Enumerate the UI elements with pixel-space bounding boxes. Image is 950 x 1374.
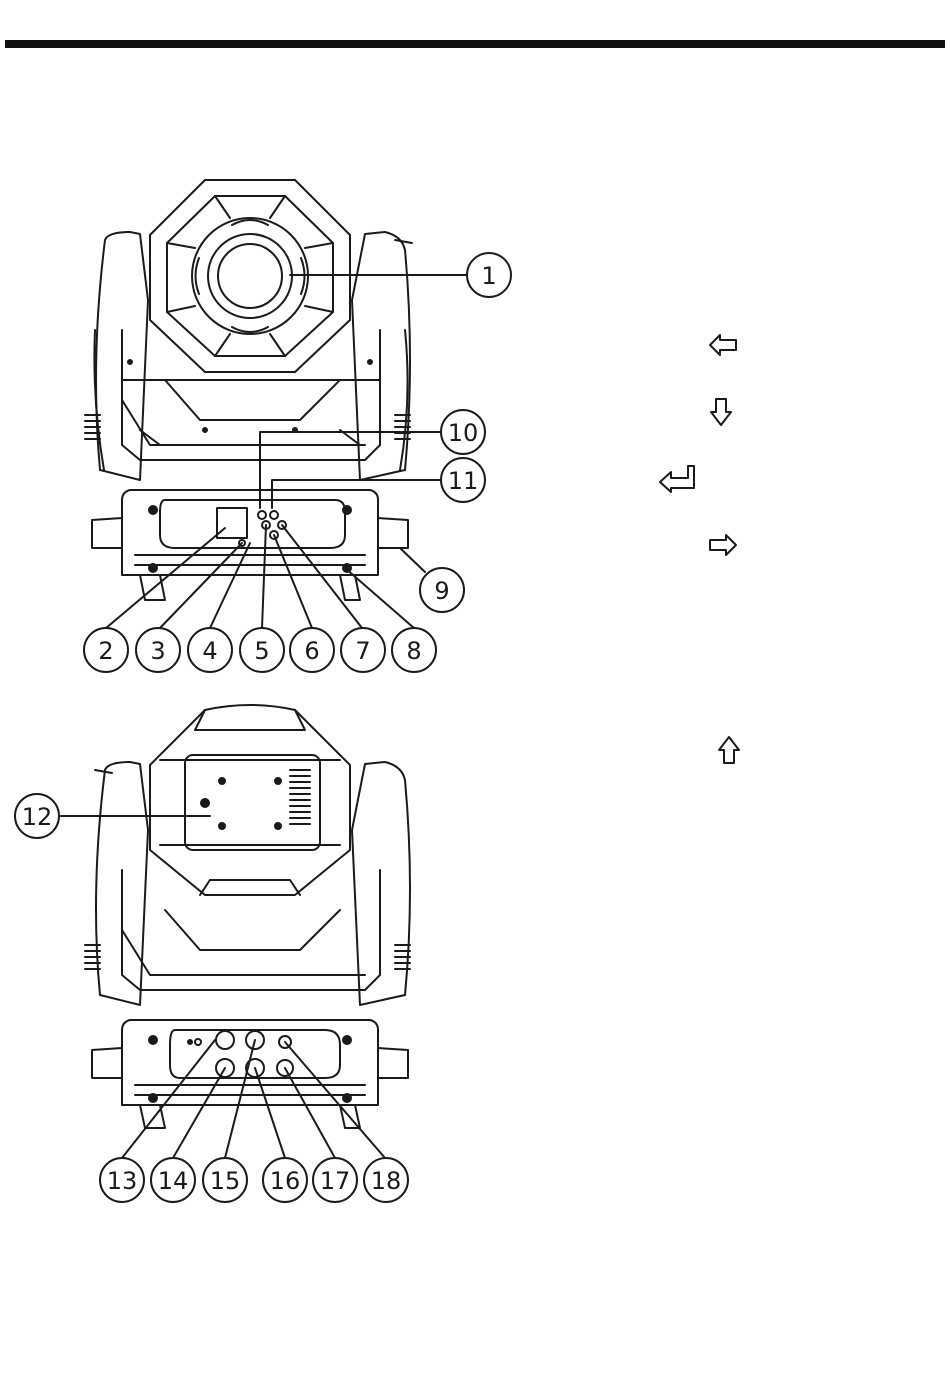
callout-number: 6 xyxy=(304,637,319,665)
right-arrow-icon xyxy=(710,535,736,555)
callout-number: 13 xyxy=(107,1167,138,1195)
callout-number: 2 xyxy=(98,637,113,665)
callout-number: 5 xyxy=(254,637,269,665)
callout-4: 4 xyxy=(188,628,232,672)
callout-11: 11 xyxy=(441,458,485,502)
down-arrow-icon xyxy=(711,399,731,425)
callout-number: 3 xyxy=(150,637,165,665)
callout-16: 16 xyxy=(263,1158,307,1202)
callout-number: 17 xyxy=(320,1167,351,1195)
callout-number: 10 xyxy=(448,419,479,447)
callout-8: 8 xyxy=(392,628,436,672)
callout-9: 9 xyxy=(420,568,464,612)
callout-7: 7 xyxy=(341,628,385,672)
callout-3: 3 xyxy=(136,628,180,672)
front-view xyxy=(85,180,466,628)
enter-arrow-icon xyxy=(660,466,694,492)
callout-18: 18 xyxy=(364,1158,408,1202)
callout-12: 12 xyxy=(15,794,59,838)
callout-number: 14 xyxy=(158,1167,189,1195)
callout-15: 15 xyxy=(203,1158,247,1202)
callout-5: 5 xyxy=(240,628,284,672)
callout-number: 9 xyxy=(434,577,449,605)
callout-number: 18 xyxy=(371,1167,402,1195)
callout-2: 2 xyxy=(84,628,128,672)
callout-10: 10 xyxy=(441,410,485,454)
callout-13: 13 xyxy=(100,1158,144,1202)
callout-number: 16 xyxy=(270,1167,301,1195)
callout-6: 6 xyxy=(290,628,334,672)
callout-14: 14 xyxy=(151,1158,195,1202)
callout-number: 7 xyxy=(355,637,370,665)
key-icons xyxy=(660,335,739,763)
rear-view xyxy=(61,705,410,1158)
callout-number: 8 xyxy=(406,637,421,665)
up-arrow-icon xyxy=(719,737,739,763)
callout-number: 4 xyxy=(202,637,217,665)
callout-1: 1 xyxy=(467,253,511,297)
callout-number: 11 xyxy=(448,467,479,495)
callout-number: 1 xyxy=(481,262,496,290)
callout-number: 15 xyxy=(210,1167,241,1195)
callout-17: 17 xyxy=(313,1158,357,1202)
left-arrow-icon xyxy=(710,335,736,355)
callout-number: 12 xyxy=(22,803,53,831)
